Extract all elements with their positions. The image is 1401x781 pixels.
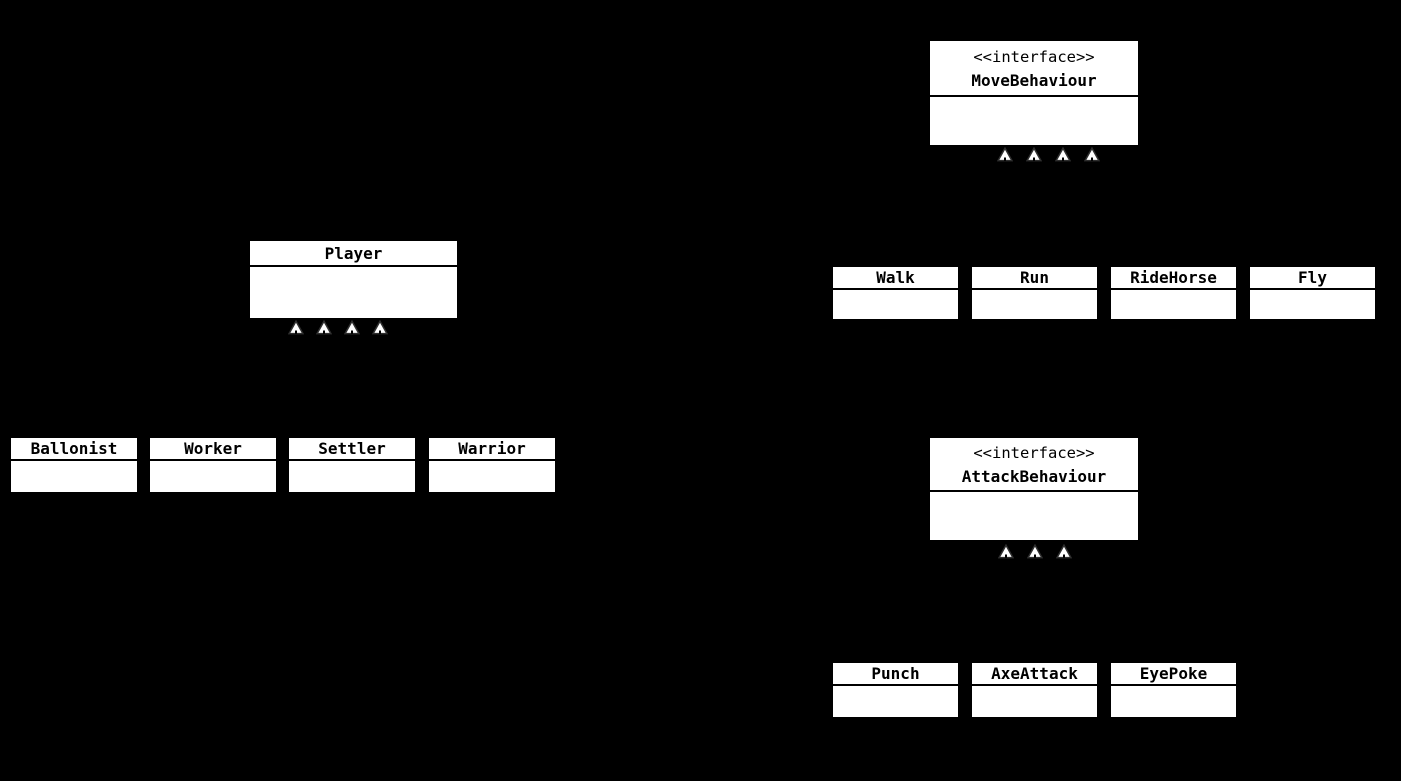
stereotype-label: <<interface>> xyxy=(973,444,1095,462)
player-generalization-arrowheads xyxy=(288,320,388,335)
class-name-label: Player xyxy=(324,243,383,263)
realization-arrowhead-icon xyxy=(1027,544,1043,559)
realization-arrowhead-icon xyxy=(997,147,1013,162)
class-ballonist-compartment xyxy=(11,461,137,492)
class-settler-compartment xyxy=(289,461,415,492)
movebehaviour-realization-arrowheads xyxy=(997,147,1100,162)
generalization-arrowhead-icon xyxy=(344,320,360,335)
class-name-label: Worker xyxy=(184,439,242,458)
class-name-label: EyePoke xyxy=(1139,664,1208,683)
interface-name-label: AttackBehaviour xyxy=(961,467,1107,486)
class-settler-title: Settler xyxy=(289,438,415,461)
class-warrior: Warrior xyxy=(429,438,555,492)
class-name-label: RideHorse xyxy=(1130,268,1217,287)
class-run-compartment xyxy=(972,290,1097,319)
interface-attackbehaviour: <<interface>> AttackBehaviour xyxy=(930,438,1138,540)
class-walk-title: Walk xyxy=(833,267,958,290)
realization-arrowhead-icon xyxy=(1084,147,1100,162)
class-ridehorse: RideHorse xyxy=(1111,267,1236,319)
class-axeattack-title: AxeAttack xyxy=(972,663,1097,686)
interface-attackbehaviour-title: <<interface>> AttackBehaviour xyxy=(930,438,1138,492)
class-punch: Punch xyxy=(833,663,958,717)
class-name-label: AxeAttack xyxy=(991,664,1078,683)
class-worker-compartment xyxy=(150,461,276,492)
class-name-label: Walk xyxy=(876,268,915,287)
generalization-arrowhead-icon xyxy=(316,320,332,335)
class-warrior-title: Warrior xyxy=(429,438,555,461)
class-eyepoke-compartment xyxy=(1111,686,1236,717)
class-run: Run xyxy=(972,267,1097,319)
class-walk: Walk xyxy=(833,267,958,319)
class-punch-title: Punch xyxy=(833,663,958,686)
class-walk-compartment xyxy=(833,290,958,319)
class-name-label: Run xyxy=(1020,268,1049,287)
class-eyepoke: EyePoke xyxy=(1111,663,1236,717)
class-worker-title: Worker xyxy=(150,438,276,461)
realization-arrowhead-icon xyxy=(1055,147,1071,162)
interface-name-label: MoveBehaviour xyxy=(971,71,1097,90)
class-worker: Worker xyxy=(150,438,276,492)
class-run-title: Run xyxy=(972,267,1097,290)
class-name-label: Settler xyxy=(318,439,386,458)
class-fly-compartment xyxy=(1250,290,1375,319)
class-fly-title: Fly xyxy=(1250,267,1375,290)
realization-arrowhead-icon xyxy=(998,544,1014,559)
generalization-arrowhead-icon xyxy=(288,320,304,335)
class-eyepoke-title: EyePoke xyxy=(1111,663,1236,686)
interface-movebehaviour: <<interface>> MoveBehaviour xyxy=(930,41,1138,145)
class-player-title: Player xyxy=(250,241,457,267)
interface-movebehaviour-compartment xyxy=(930,97,1138,145)
class-punch-compartment xyxy=(833,686,958,717)
class-ballonist: Ballonist xyxy=(11,438,137,492)
attackbehaviour-realization-arrowheads xyxy=(998,544,1072,559)
class-name-label: Warrior xyxy=(458,439,526,458)
class-axeattack-compartment xyxy=(972,686,1097,717)
interface-movebehaviour-title: <<interface>> MoveBehaviour xyxy=(930,41,1138,97)
realization-arrowhead-icon xyxy=(1056,544,1072,559)
class-player: Player xyxy=(250,241,457,318)
class-settler: Settler xyxy=(289,438,415,492)
class-ballonist-title: Ballonist xyxy=(11,438,137,461)
class-name-label: Fly xyxy=(1298,268,1327,287)
realization-arrowhead-icon xyxy=(1026,147,1042,162)
generalization-arrowhead-icon xyxy=(372,320,388,335)
class-player-compartment xyxy=(250,267,457,318)
class-ridehorse-compartment xyxy=(1111,290,1236,319)
class-ridehorse-title: RideHorse xyxy=(1111,267,1236,290)
class-name-label: Ballonist xyxy=(30,439,118,458)
interface-attackbehaviour-compartment xyxy=(930,492,1138,540)
class-warrior-compartment xyxy=(429,461,555,492)
class-axeattack: AxeAttack xyxy=(972,663,1097,717)
class-fly: Fly xyxy=(1250,267,1375,319)
stereotype-label: <<interface>> xyxy=(973,48,1095,66)
class-name-label: Punch xyxy=(871,664,920,683)
